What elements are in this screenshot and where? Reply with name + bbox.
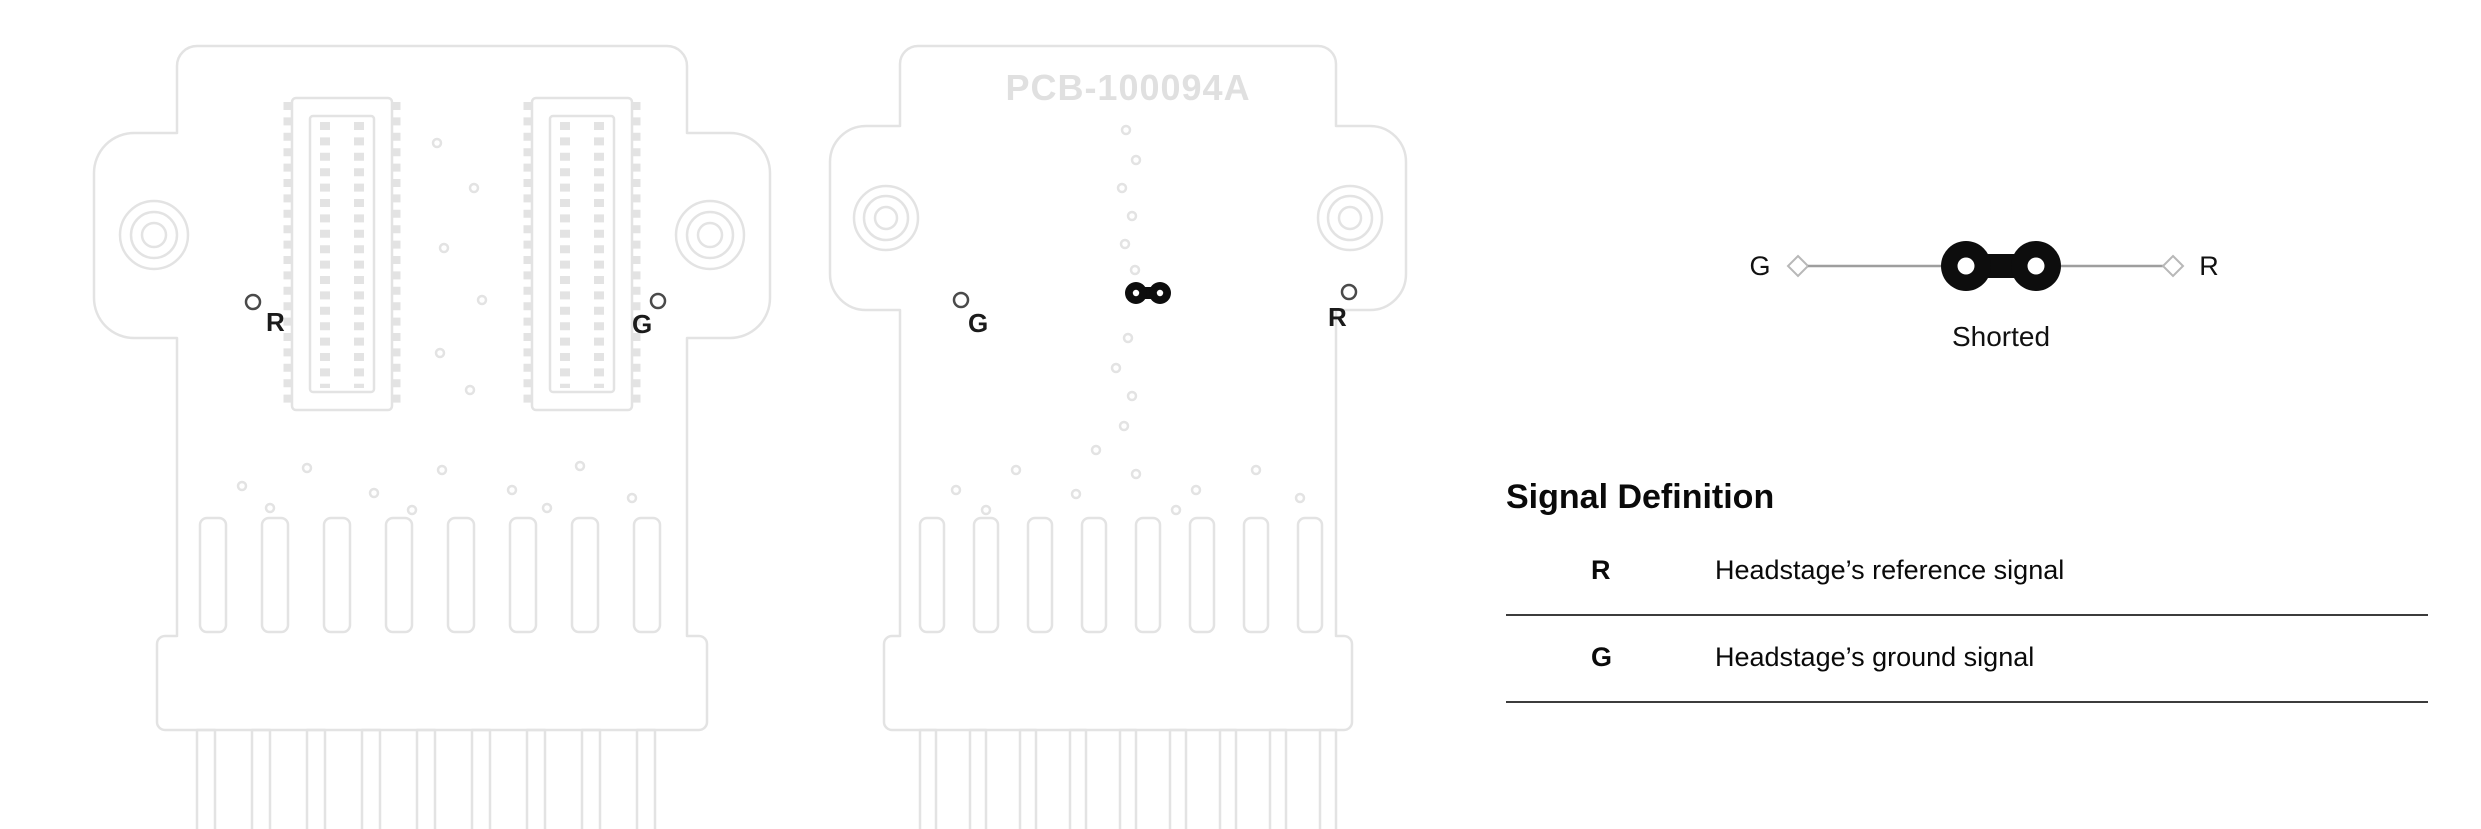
pin-row xyxy=(195,728,657,829)
pcb-outline xyxy=(828,44,1408,732)
signal-name: R xyxy=(1591,555,1611,585)
left-pcb-label-g: G xyxy=(632,309,652,339)
middle-pcb-label-g: G xyxy=(968,308,988,338)
signal-name: G xyxy=(1591,642,1613,672)
middle-pcb-test-points: G R xyxy=(952,283,1358,338)
pcb-silkscreen-text: PCB-100094A xyxy=(1005,67,1250,108)
via-dots xyxy=(236,137,638,516)
test-point-r-icon xyxy=(244,293,262,311)
schematic-label-r: R xyxy=(2199,251,2219,281)
slot-row xyxy=(198,516,662,634)
test-point-g-icon xyxy=(952,291,970,309)
pcb-outline xyxy=(92,44,772,732)
middle-pcb-artwork xyxy=(828,44,1408,829)
test-point-r-icon xyxy=(1340,283,1358,301)
mounting-hole-left-icon xyxy=(118,199,190,271)
left-pcb-test-points: R G xyxy=(244,292,667,339)
connector-footprint-left xyxy=(283,96,401,412)
pin-row xyxy=(918,728,1338,829)
left-pcb-label-r: R xyxy=(266,307,285,337)
via-dots xyxy=(950,124,1306,516)
shorting-jumper-icon xyxy=(1125,282,1171,304)
signal-description: Headstage’s reference signal xyxy=(1715,555,2065,585)
middle-pcb-drawing: PCB-100094A G R xyxy=(828,44,1408,829)
shorted-jumper-icon xyxy=(1941,241,2061,291)
test-point-g-icon xyxy=(649,292,667,310)
mounting-hole-left-icon xyxy=(852,184,920,252)
shorted-schematic: G R Shorted xyxy=(1749,241,2219,352)
slot-row xyxy=(918,516,1324,634)
signal-definition-title: Signal Definition xyxy=(1506,478,1775,516)
signal-definition-section: Signal Definition R Headstage’s referenc… xyxy=(1506,478,2428,703)
mounting-hole-right-icon xyxy=(1316,184,1384,252)
schematic-label-g: G xyxy=(1749,251,1770,281)
middle-pcb-label-r: R xyxy=(1328,302,1347,332)
connector-footprint-right xyxy=(523,96,641,412)
left-pcb-artwork xyxy=(92,44,772,829)
signal-description: Headstage’s ground signal xyxy=(1715,642,2035,672)
table-row-r: R Headstage’s reference signal xyxy=(1506,529,2428,616)
terminal-diamond-left-icon xyxy=(1786,254,1810,278)
mounting-hole-right-icon xyxy=(674,199,746,271)
table-row-g: G Headstage’s ground signal xyxy=(1506,616,2428,703)
terminal-diamond-right-icon xyxy=(2161,254,2185,278)
left-pcb-drawing: R G xyxy=(92,44,772,829)
schematic-caption: Shorted xyxy=(1952,321,2050,352)
